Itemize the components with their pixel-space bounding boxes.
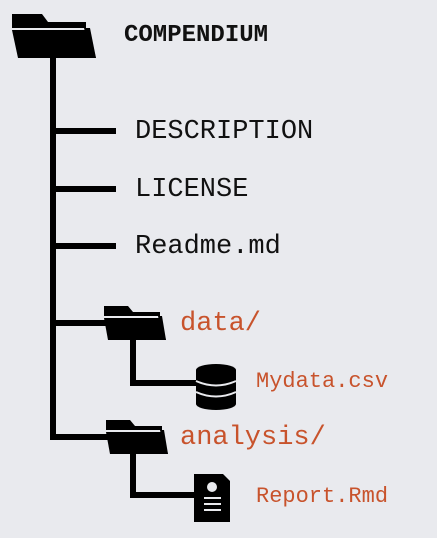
report-document-icon <box>194 474 230 522</box>
branch-license <box>50 186 116 192</box>
sub-branch-analysis <box>130 492 196 498</box>
root-folder-label: COMPENDIUM <box>124 22 269 49</box>
branch-description <box>50 128 116 134</box>
file-label-mydata: Mydata.csv <box>256 369 389 394</box>
branch-analysis <box>50 434 112 440</box>
folder-label-analysis: analysis/ <box>180 423 326 453</box>
folder-icon <box>12 14 96 58</box>
database-icon <box>195 364 237 410</box>
folder-icon <box>106 420 168 454</box>
file-label-description: DESCRIPTION <box>135 117 314 147</box>
branch-data <box>50 320 112 326</box>
file-label-report: Report.Rmd <box>256 484 389 509</box>
file-label-readme: Readme.md <box>135 232 281 262</box>
file-label-license: LICENSE <box>135 175 249 205</box>
branch-readme <box>50 243 116 249</box>
folder-icon <box>104 306 166 340</box>
folder-label-data: data/ <box>180 309 262 339</box>
sub-branch-data <box>130 380 198 386</box>
sub-trunk-analysis <box>130 452 136 498</box>
sub-trunk-data <box>130 340 136 386</box>
